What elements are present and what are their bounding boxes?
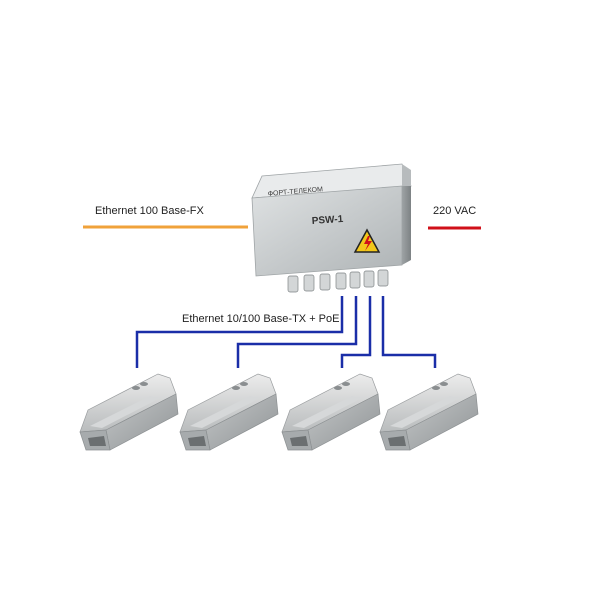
high-voltage-warning-icon — [353, 228, 381, 253]
device-model: PSW-1 — [311, 214, 344, 227]
camera-housing-icon — [179, 373, 279, 451]
camera-housing-icon — [379, 373, 479, 451]
camera-housing-icon — [281, 373, 381, 451]
cable-glands — [287, 269, 389, 293]
fiber-label: Ethernet 100 Base-FX — [95, 205, 204, 217]
device-brand: ФОРТ-ТЕЛЕКОМ — [268, 186, 324, 198]
poe-label: Ethernet 10/100 Base-TX + PoE — [182, 313, 340, 325]
camera-housing-icon — [79, 373, 179, 451]
psw1-device: ФОРТ-ТЕЛЕКОМ PSW-1 — [251, 163, 412, 293]
power-label: 220 VAC — [433, 205, 477, 217]
poe-lines — [135, 296, 437, 368]
